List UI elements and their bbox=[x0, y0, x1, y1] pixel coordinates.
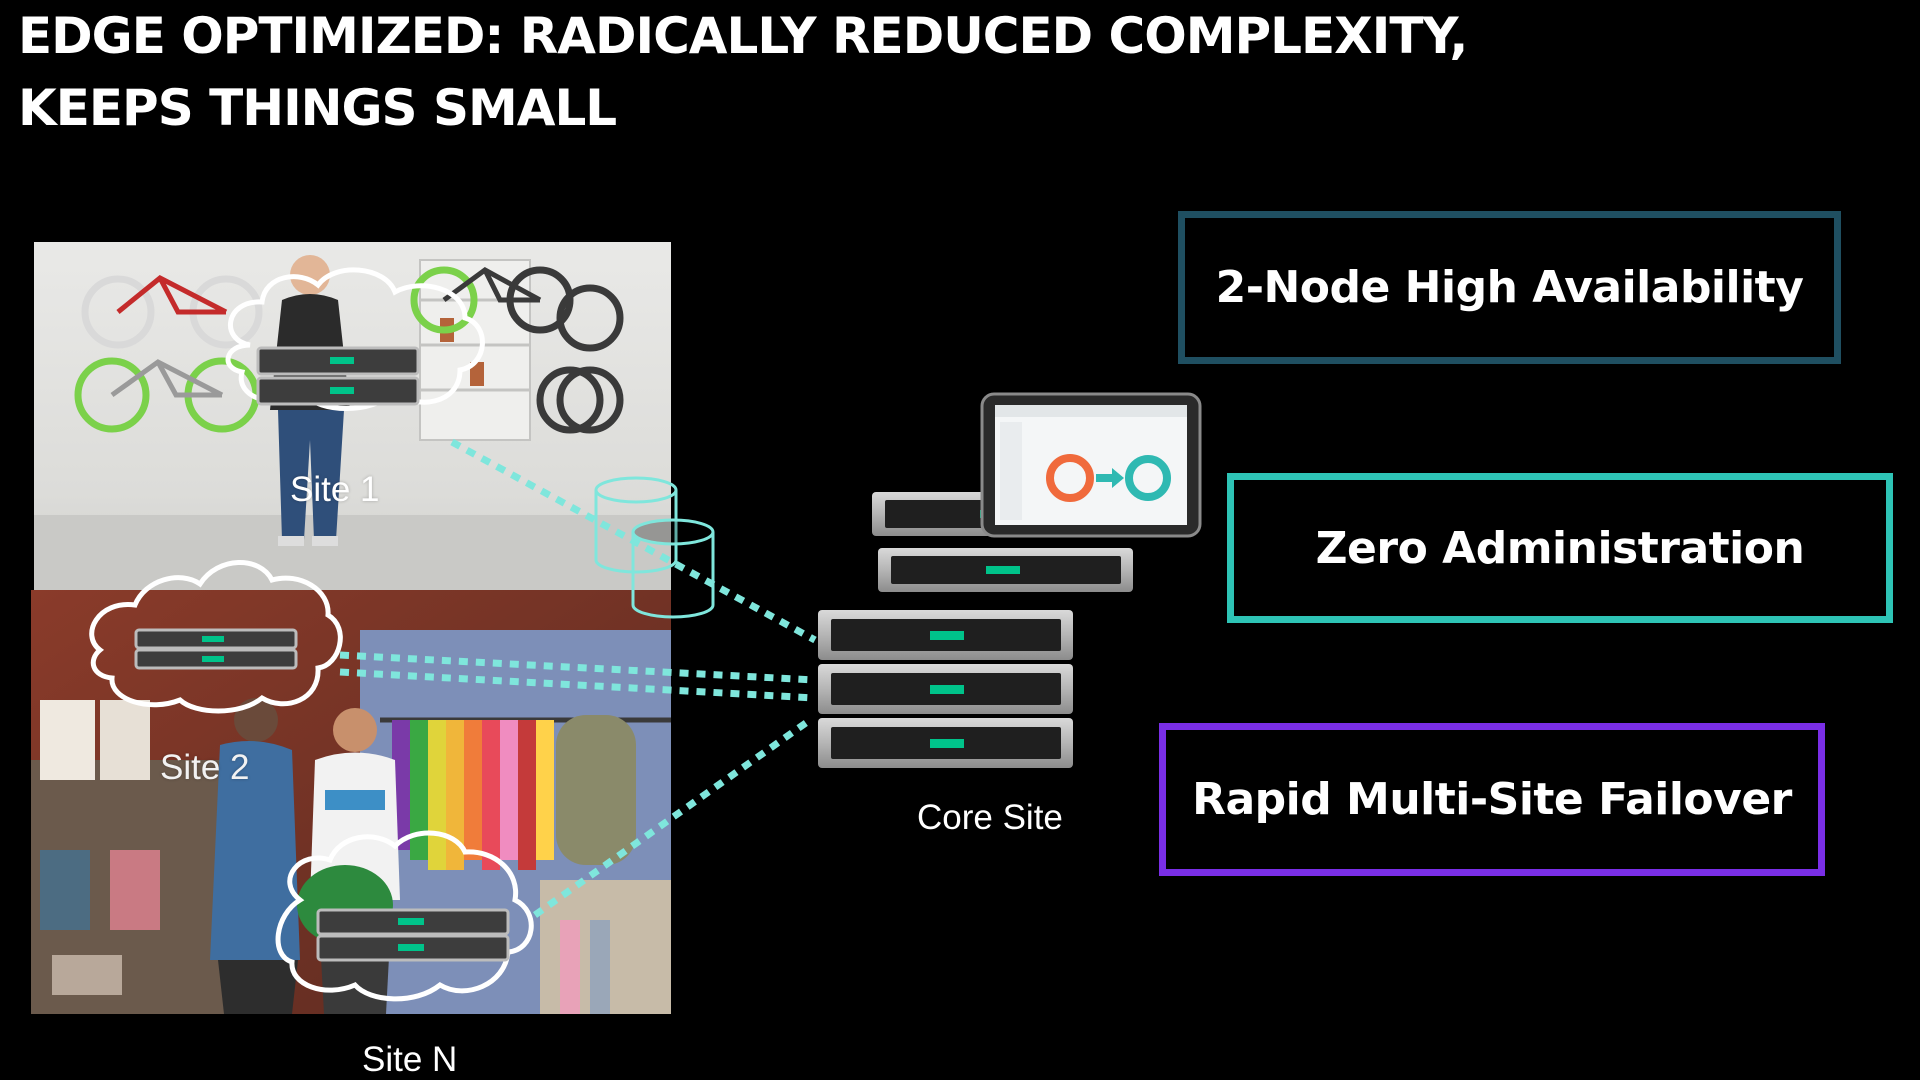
feature-label-high-availability: 2-Node High Availability bbox=[1215, 262, 1804, 313]
server-icon bbox=[878, 548, 1133, 592]
link-siteN-core bbox=[532, 717, 813, 918]
core-site-label: Core Site bbox=[917, 798, 1063, 837]
server-icon bbox=[256, 346, 420, 406]
feature-box-multi-site-failover: Rapid Multi-Site Failover bbox=[1159, 723, 1825, 876]
database-icon bbox=[594, 476, 715, 619]
title-line-2: KEEPS THINGS SMALL bbox=[18, 79, 617, 137]
feature-box-zero-administration: Zero Administration bbox=[1227, 473, 1893, 623]
site-2-cloud bbox=[89, 560, 343, 714]
link-site2-core-a bbox=[339, 651, 816, 684]
cloud-icon bbox=[89, 560, 343, 714]
server-icon bbox=[818, 664, 1073, 714]
site-1-photo bbox=[34, 242, 671, 592]
page-title: EDGE OPTIMIZED: RADICALLY REDUCED COMPLE… bbox=[18, 0, 1618, 144]
feature-box-high-availability: 2-Node High Availability bbox=[1178, 211, 1841, 364]
garment-rack bbox=[380, 715, 671, 1014]
bike-illustration bbox=[74, 266, 624, 434]
server-icon bbox=[818, 610, 1073, 660]
feature-label-multi-site-failover: Rapid Multi-Site Failover bbox=[1192, 774, 1792, 825]
site-1-label: Site 1 bbox=[290, 470, 380, 509]
title-line-1: EDGE OPTIMIZED: RADICALLY REDUCED COMPLE… bbox=[18, 7, 1468, 65]
link-site2-core-b bbox=[339, 668, 816, 702]
server-icon bbox=[818, 718, 1073, 768]
site-2-label: Site 2 bbox=[160, 748, 250, 787]
server-icon bbox=[316, 908, 510, 962]
cloud-icon bbox=[275, 830, 534, 1002]
feature-label-zero-administration: Zero Administration bbox=[1315, 522, 1805, 574]
site-n-label: Site N bbox=[362, 1040, 458, 1079]
tablet-icon bbox=[980, 392, 1202, 538]
server-icon bbox=[134, 628, 298, 670]
arrow-right-icon bbox=[1096, 468, 1124, 488]
site-1-cloud bbox=[225, 267, 485, 411]
site-n-cloud bbox=[275, 830, 534, 1002]
